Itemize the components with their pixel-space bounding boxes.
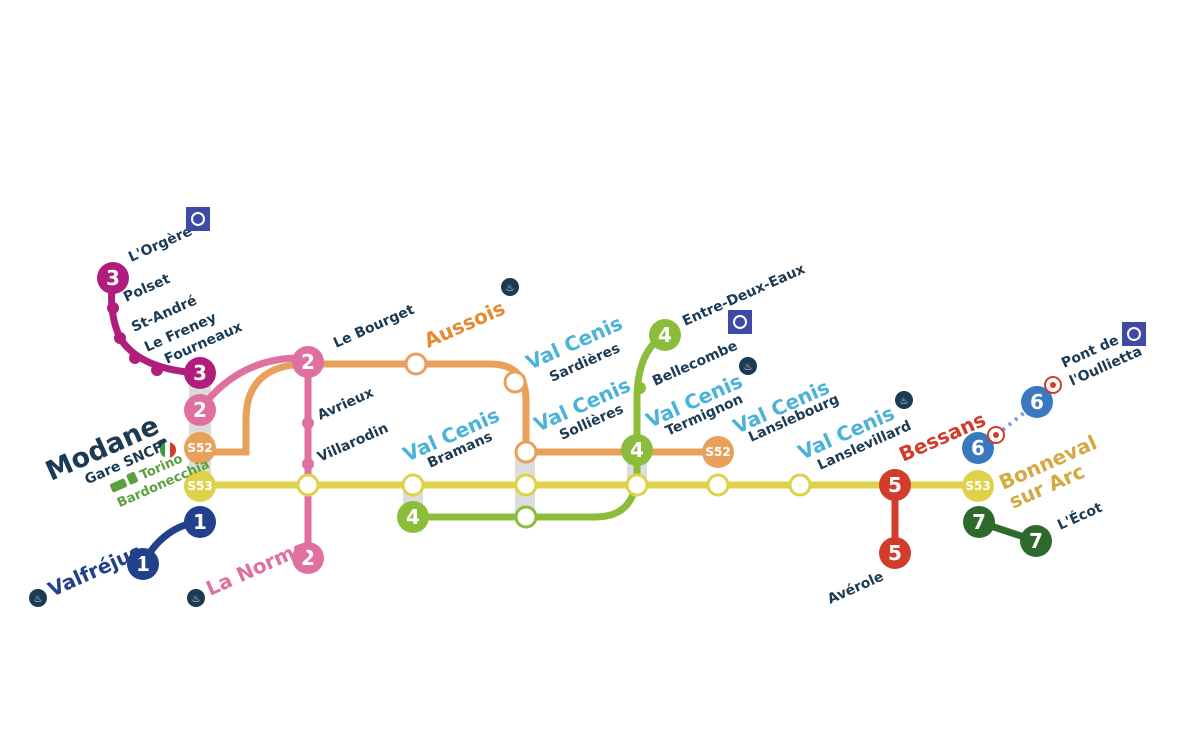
line-badge-1-upper[interactable]: 1 <box>184 506 216 538</box>
line-badge-1-lower[interactable]: 1 <box>127 548 159 580</box>
svg-text:♨: ♨ <box>744 362 753 373</box>
svg-text:♨: ♨ <box>192 594 201 605</box>
station-averole: Avérole <box>825 569 886 608</box>
nordic-area-icon-entre-deux-eaux <box>728 310 752 334</box>
italy-flag-icon <box>160 442 176 458</box>
svg-text:S52: S52 <box>705 445 730 459</box>
station-aussois: Aussois <box>420 296 508 353</box>
station-villarodin: Villarodin <box>315 420 391 465</box>
ski-touring-icon <box>987 426 1005 444</box>
line-badge-s53-modane[interactable]: S53 <box>184 470 216 502</box>
svg-text:1: 1 <box>136 552 150 576</box>
line-badge-2-modane[interactable]: 2 <box>184 394 216 426</box>
line-badge-s52-modane[interactable]: S52 <box>184 432 216 464</box>
train-icon-green <box>126 472 138 485</box>
svg-text:6: 6 <box>1030 390 1044 414</box>
svg-text:2: 2 <box>301 350 315 374</box>
line-badge-3-modane[interactable]: 3 <box>184 357 216 389</box>
svg-text:4: 4 <box>630 438 644 462</box>
svg-text:4: 4 <box>406 505 420 529</box>
bus-icon <box>109 478 127 493</box>
nordic-area-icon-orgere <box>186 207 210 231</box>
svg-text:♨: ♨ <box>900 396 909 407</box>
station-lecot: L'Écot <box>1055 499 1105 534</box>
line-badge-5-bessans[interactable]: 5 <box>879 469 911 501</box>
svg-text:6: 6 <box>971 436 985 460</box>
station-la-norma: La Norma <box>202 535 310 601</box>
line-4-path <box>413 331 667 521</box>
svg-text:2: 2 <box>301 546 315 570</box>
line-badge-5-averole[interactable]: 5 <box>879 537 911 569</box>
minor-stops <box>107 302 646 470</box>
svg-text:S53: S53 <box>187 479 212 493</box>
line-badge-7-bonneval[interactable]: 7 <box>963 506 995 538</box>
svg-text:S52: S52 <box>187 441 212 455</box>
ski-lift-icon-bellecombe: ♨ <box>739 357 757 375</box>
line-badge-4-termignon[interactable]: 4 <box>621 434 653 466</box>
ski-lift-icon-valfrejus: ♨ <box>29 589 47 607</box>
line-badge-7-ecot[interactable]: 7 <box>1020 525 1052 557</box>
ski-touring-icon-oullietta <box>1044 376 1062 394</box>
svg-text:3: 3 <box>193 361 207 385</box>
line-badge-2-bourget[interactable]: 2 <box>292 346 324 378</box>
ski-lift-icon-lanslevillard: ♨ <box>895 391 913 409</box>
svg-text:5: 5 <box>888 541 902 565</box>
station-avrieux: Avrieux <box>315 385 376 424</box>
open-stations <box>296 352 812 529</box>
line-badge-6-oullietta[interactable]: 6 <box>1021 386 1053 418</box>
line-badge-2-norma[interactable]: 2 <box>292 542 324 574</box>
line-badge-6-bessans[interactable]: 6 <box>962 432 994 464</box>
station-orgere: L'Orgère <box>126 223 195 265</box>
svg-text:2: 2 <box>193 398 207 422</box>
ski-lift-icon-aussois: ♨ <box>501 278 519 296</box>
svg-text:♨: ♨ <box>506 283 515 294</box>
line-badge-4-entre[interactable]: 4 <box>649 319 681 351</box>
line-badge-3-orgere[interactable]: 3 <box>97 262 129 294</box>
ski-lift-icon-la-norma: ♨ <box>187 589 205 607</box>
nordic-area-icon-oullietta <box>1122 322 1146 346</box>
svg-text:7: 7 <box>1029 529 1043 553</box>
svg-text:1: 1 <box>193 510 207 534</box>
svg-text:4: 4 <box>658 323 672 347</box>
svg-text:7: 7 <box>972 510 986 534</box>
svg-text:5: 5 <box>888 473 902 497</box>
svg-text:♨: ♨ <box>34 594 43 605</box>
svg-text:S53: S53 <box>965 479 990 493</box>
station-le-bourget: Le Bourget <box>331 302 417 352</box>
line-badge-4-bramans[interactable]: 4 <box>397 501 429 533</box>
line-badge-s52-lanslebourg[interactable]: S52 <box>702 436 734 468</box>
svg-text:3: 3 <box>106 266 120 290</box>
line-badge-s53-bonneval[interactable]: S53 <box>962 470 994 502</box>
